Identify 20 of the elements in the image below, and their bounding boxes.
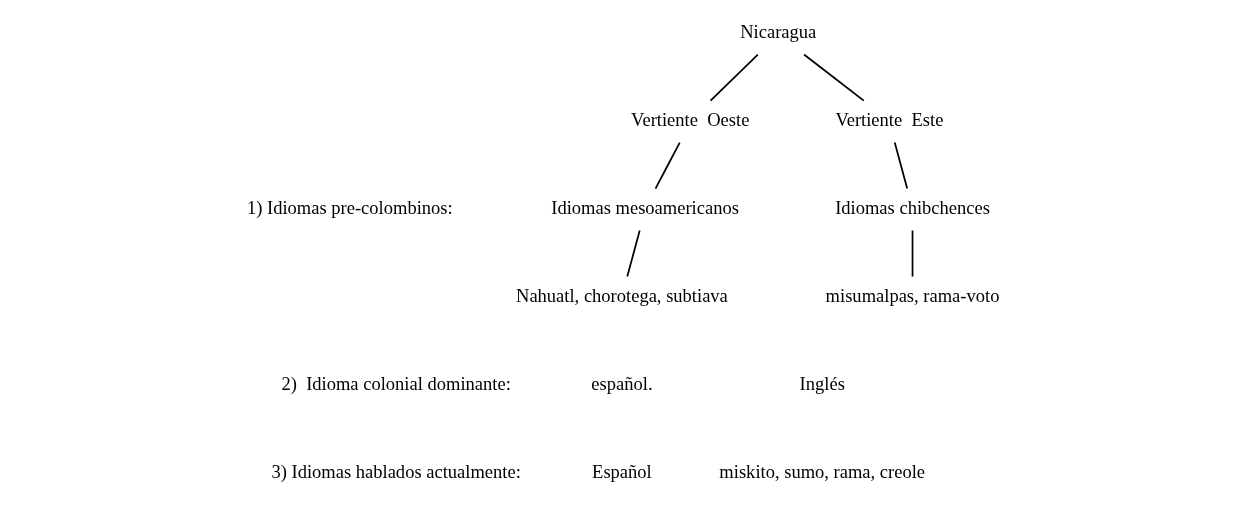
node-text: Idiomas chibchences: [834, 196, 990, 218]
connector: [893, 141, 908, 190]
connector: [802, 53, 865, 102]
node-text: Vertiente Este: [834, 108, 943, 130]
label: español.: [590, 372, 653, 394]
label: Inglés: [799, 372, 845, 394]
connector: [625, 229, 641, 278]
node-text: Nahuatl, chorotega, subtiava: [515, 284, 728, 306]
connector: [709, 53, 759, 102]
node-text: Idiomas mesoamericanos: [550, 196, 739, 218]
connector: [654, 141, 681, 190]
label: 3) Idiomas hablados actualmente:: [270, 460, 521, 482]
connector: [911, 229, 913, 278]
label: Español: [591, 460, 652, 482]
label: 1) Idiomas pre-colombinos:: [246, 196, 453, 218]
node-text: Nicaragua: [739, 20, 816, 42]
node-text: Vertiente Oeste: [630, 108, 749, 130]
label: miskito, sumo, rama, creole: [718, 460, 925, 482]
node-text: misumalpas, rama-voto: [825, 284, 999, 306]
label: 2) Idioma colonial dominante:: [280, 372, 511, 394]
